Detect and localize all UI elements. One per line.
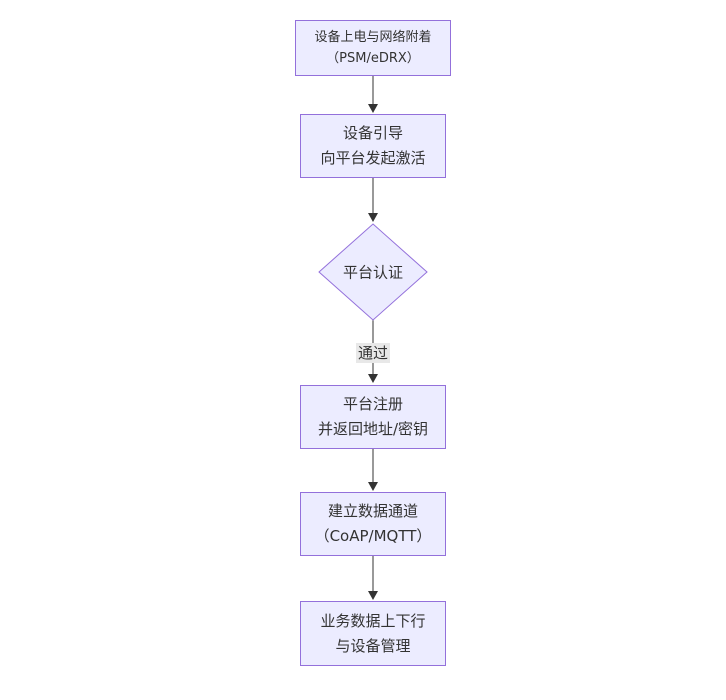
node-label-line: 平台注册 <box>342 395 403 413</box>
node-label-line: 设备引导 <box>342 124 403 142</box>
node-label-line: 设备上电与网络附着 <box>314 30 432 45</box>
node-label-line: （CoAP/MQTT） <box>314 527 432 545</box>
node-data-channel: 建立数据通道 （CoAP/MQTT） <box>300 492 446 556</box>
arrowhead-icon <box>368 591 378 600</box>
decision-diamond-shape <box>318 223 428 321</box>
node-label-line: 业务数据上下行 <box>320 611 426 630</box>
arrowhead-icon <box>368 213 378 222</box>
node-label-line: 向平台发起激活 <box>320 149 426 167</box>
node-business-data: 业务数据上下行 与设备管理 <box>300 601 446 666</box>
node-label-line: （PSM/eDRX） <box>326 51 420 66</box>
arrowhead-icon <box>368 104 378 113</box>
edge-pass-label: 通过 <box>355 343 391 363</box>
node-device-bootstrap: 设备引导 向平台发起激活 <box>300 114 446 178</box>
node-label-line: 并返回地址/密钥 <box>317 420 429 438</box>
node-power-network-attach: 设备上电与网络附着 （PSM/eDRX） <box>295 20 451 76</box>
arrowhead-icon <box>368 374 378 383</box>
node-label-line: 建立数据通道 <box>327 502 418 520</box>
arrowhead-icon <box>368 482 378 491</box>
node-label-line: 与设备管理 <box>335 636 411 655</box>
node-platform-register: 平台注册 并返回地址/密钥 <box>300 385 446 449</box>
decision-platform-auth-label: 平台认证 <box>342 263 404 282</box>
